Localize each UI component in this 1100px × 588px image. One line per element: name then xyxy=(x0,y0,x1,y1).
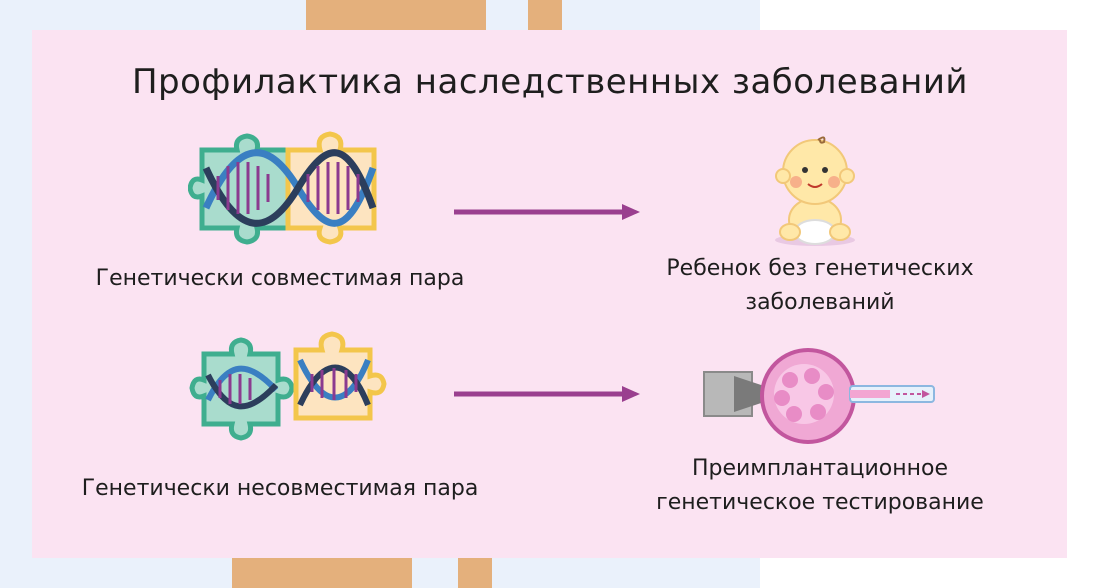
healthy-child-label-line1: Ребенок без генетических xyxy=(666,256,974,281)
healthy-child-label-line2: заболеваний xyxy=(745,290,895,315)
arrow-right-icon xyxy=(454,204,640,220)
pgt-label-line1: Преимплантационное xyxy=(691,456,949,481)
pgt-label-line2: генетическое тестирование xyxy=(656,490,984,515)
incompatible-pair-label: Генетически несовместимая пара xyxy=(81,476,479,501)
arrow-right-icon xyxy=(454,386,640,402)
decor-bar xyxy=(232,558,412,588)
embryo-biopsy-icon xyxy=(703,348,935,444)
infographic-panel xyxy=(32,30,1067,558)
compatible-pair-label: Генетически совместимая пара xyxy=(95,266,465,291)
page-title: Профилактика наследственных заболеваний xyxy=(131,62,969,102)
decor-bar xyxy=(528,0,562,30)
healthy-child-label: Ребенок без генетических заболеваний xyxy=(610,252,1030,320)
baby-icon xyxy=(775,136,855,246)
pgt-label: Преимплантационное генетическое тестиров… xyxy=(610,452,1030,520)
compatible-dna-puzzle-icon xyxy=(188,131,377,245)
incompatible-dna-puzzle-icon xyxy=(189,331,387,441)
decor-bar xyxy=(306,0,486,30)
decor-bar xyxy=(458,558,492,588)
